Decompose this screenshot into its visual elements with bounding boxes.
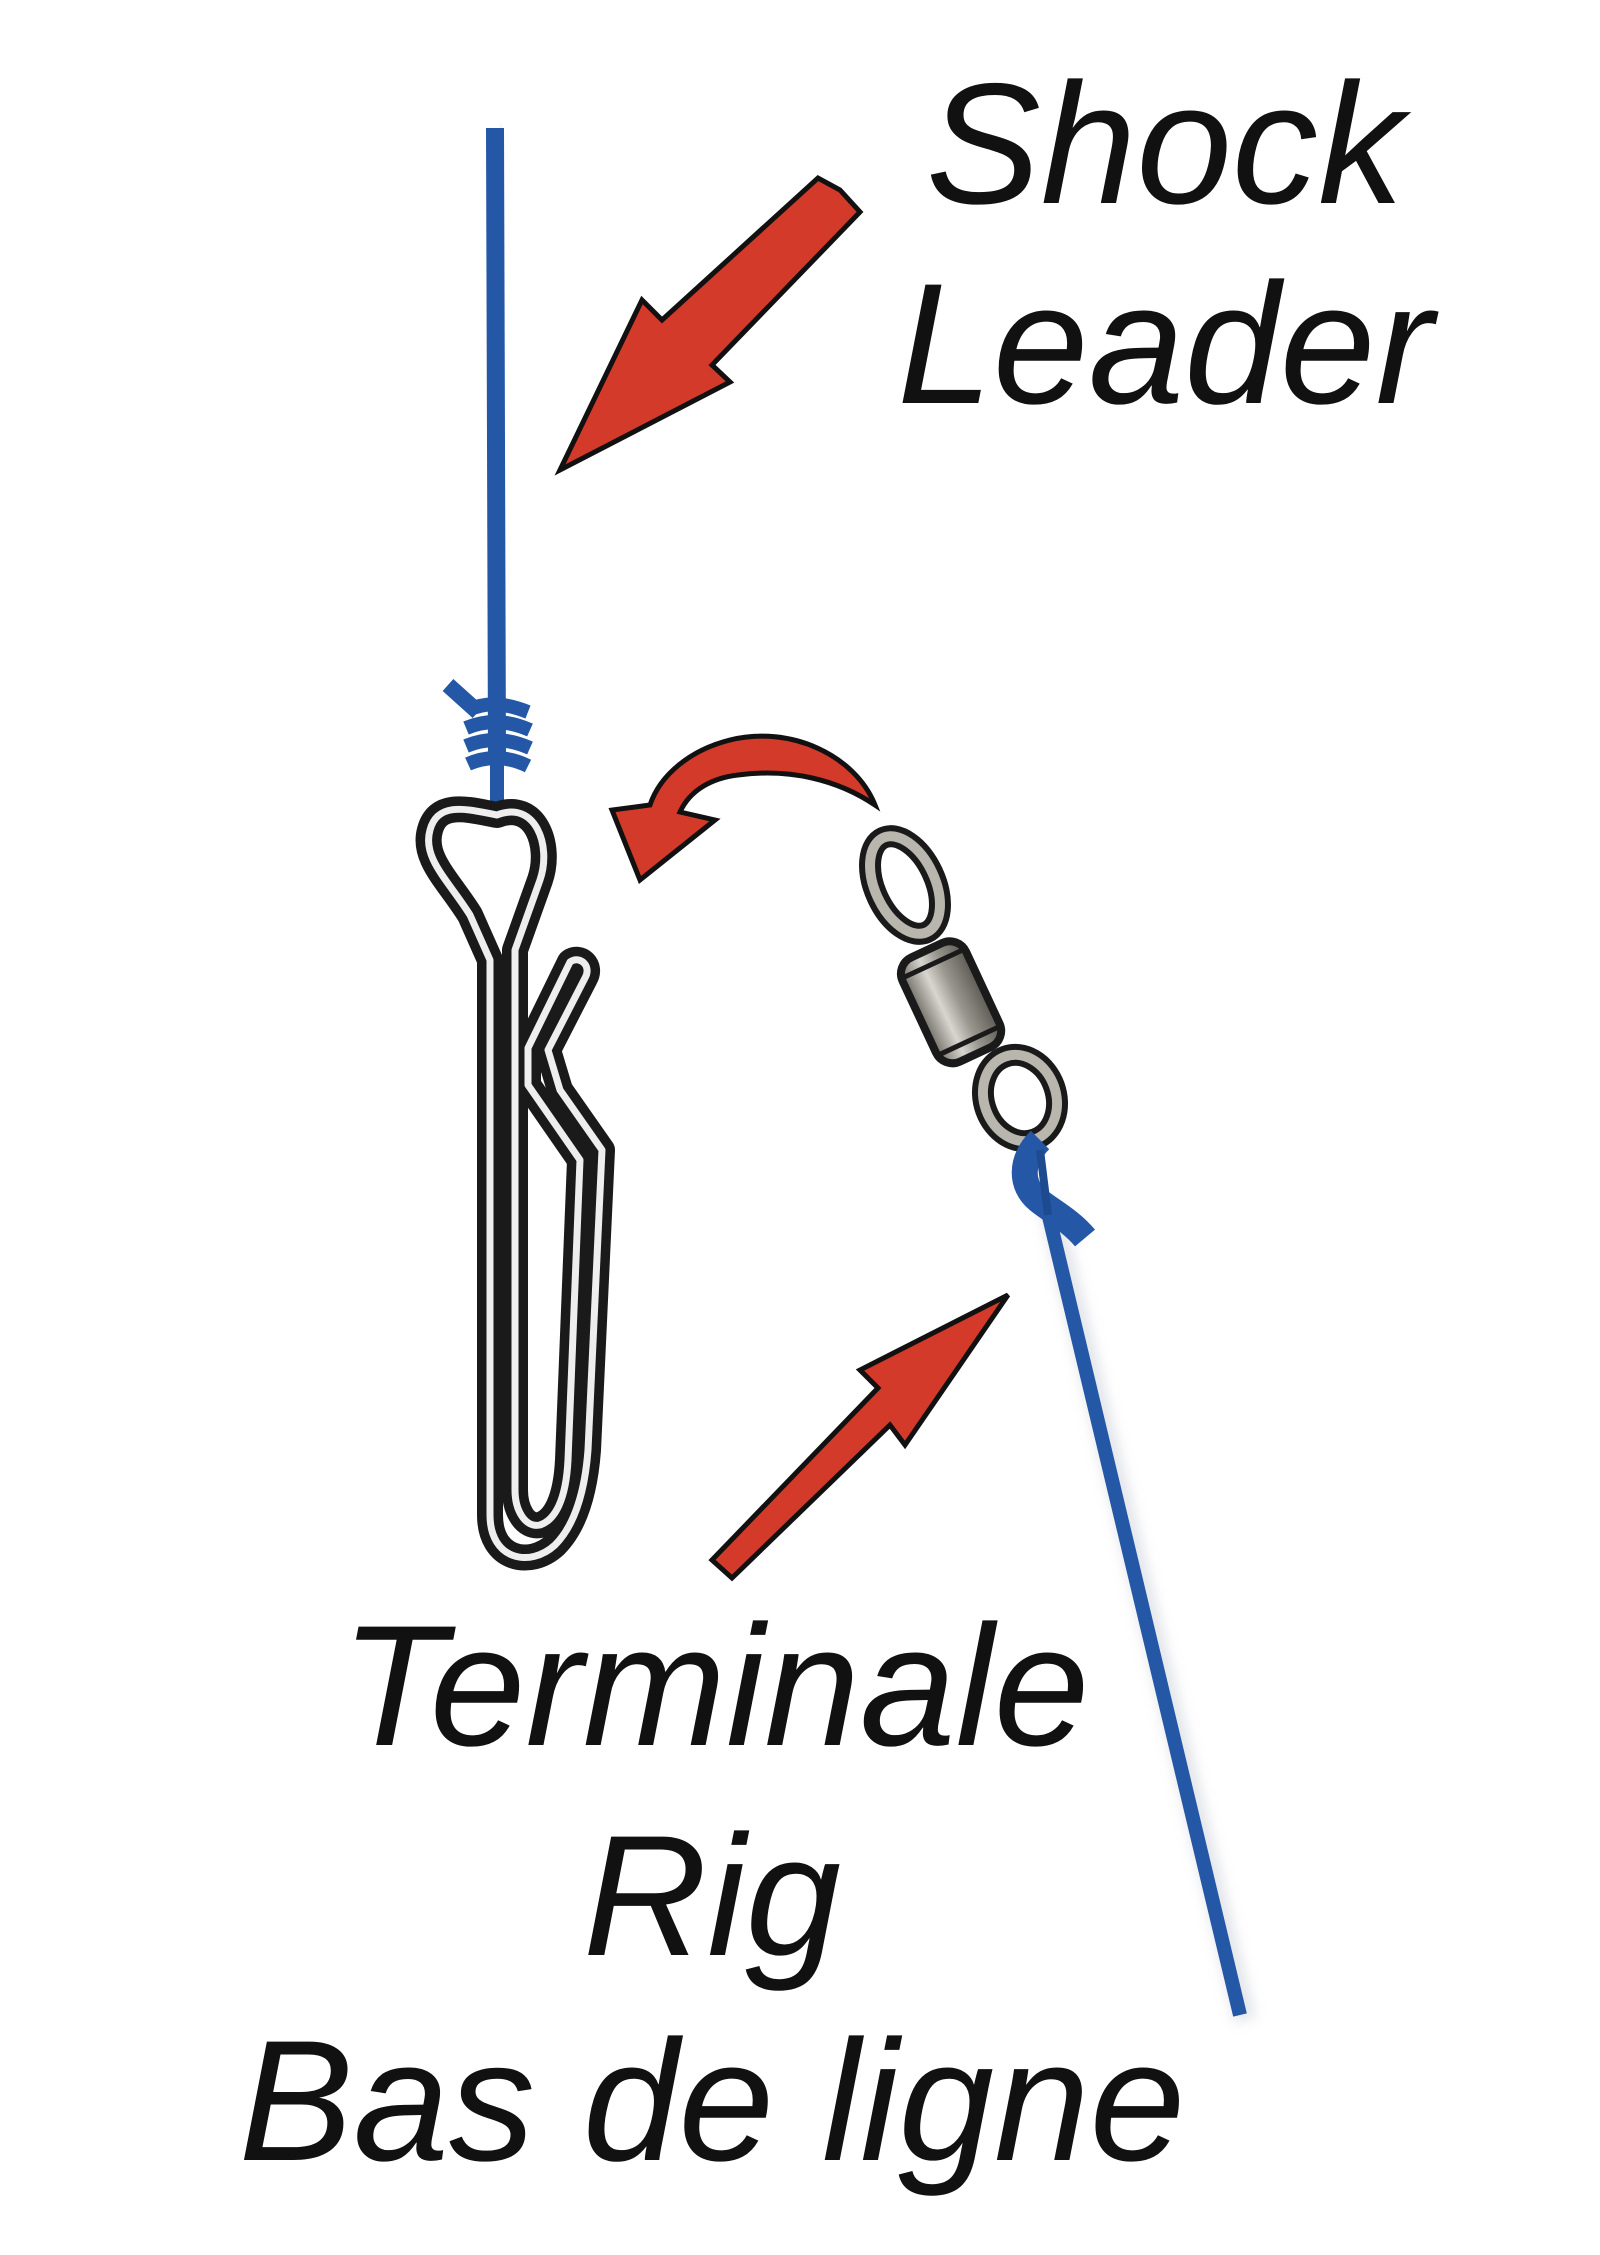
clinch-knot-icon xyxy=(442,679,533,815)
rolling-swivel-icon xyxy=(859,825,1069,1153)
rig-label: Rig xyxy=(582,1800,842,1992)
bas-de-ligne-label: Bas de ligne xyxy=(238,2005,1186,2197)
shock-label: Shock xyxy=(925,48,1405,240)
snap-clip-icon xyxy=(415,796,615,1571)
shock-leader-arrow xyxy=(554,174,864,476)
terminale-label: Terminale xyxy=(340,1590,1090,1782)
shock-leader-line xyxy=(486,127,513,766)
terminal-rig-arrow xyxy=(708,1292,1011,1582)
connect-curved-arrow xyxy=(608,733,881,885)
terminal-rig-line xyxy=(1011,1130,1256,2023)
leader-label: Leader xyxy=(897,248,1433,440)
